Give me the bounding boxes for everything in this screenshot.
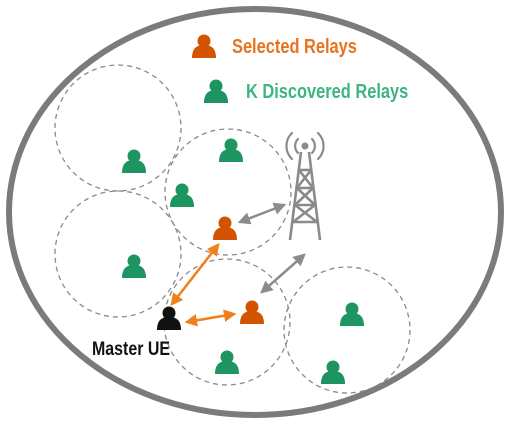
- discovered-relay-person-icon: [122, 254, 146, 278]
- coverage-circle-mid-left: [54, 190, 182, 318]
- coverage-circle-top-left: [54, 64, 182, 192]
- discovered-relay-person-icon: [321, 360, 345, 384]
- cell-tower-icon: [285, 131, 325, 241]
- legend-discovered-label: K Discovered Relays: [246, 81, 409, 103]
- master-relay-link-lower: [184, 309, 237, 327]
- discovered-relay-person-icon: [340, 302, 364, 326]
- relay-tower-link-lower: [260, 253, 306, 294]
- discovered-relay-person-icon: [215, 350, 239, 374]
- master-relay-link-upper: [170, 243, 220, 306]
- legend-selected-person-icon: [192, 34, 216, 58]
- selected-relays: [213, 216, 264, 324]
- discovered-relay-person-icon: [122, 149, 146, 173]
- selected-relay-person-icon: [240, 300, 264, 324]
- links: [170, 202, 306, 327]
- discovered-relay-person-icon: [170, 183, 194, 207]
- discovered-relays: [122, 138, 364, 384]
- selected-relay-person-icon: [213, 216, 237, 240]
- coverage-circle-top-center: [164, 128, 292, 256]
- legend-selected-label: Selected Relays: [232, 36, 357, 58]
- discovered-relay-person-icon: [219, 138, 243, 162]
- relay-tower-link-upper: [237, 202, 287, 225]
- coverage-circle-bottom-right: [283, 266, 411, 394]
- network-boundary: [6, 6, 504, 418]
- master-ue-person-icon: [157, 306, 181, 330]
- legend-discovered-person-icon: [204, 79, 228, 103]
- master-ue-label: Master UE: [92, 339, 171, 360]
- coverage-circle-bottom-center: [163, 258, 291, 386]
